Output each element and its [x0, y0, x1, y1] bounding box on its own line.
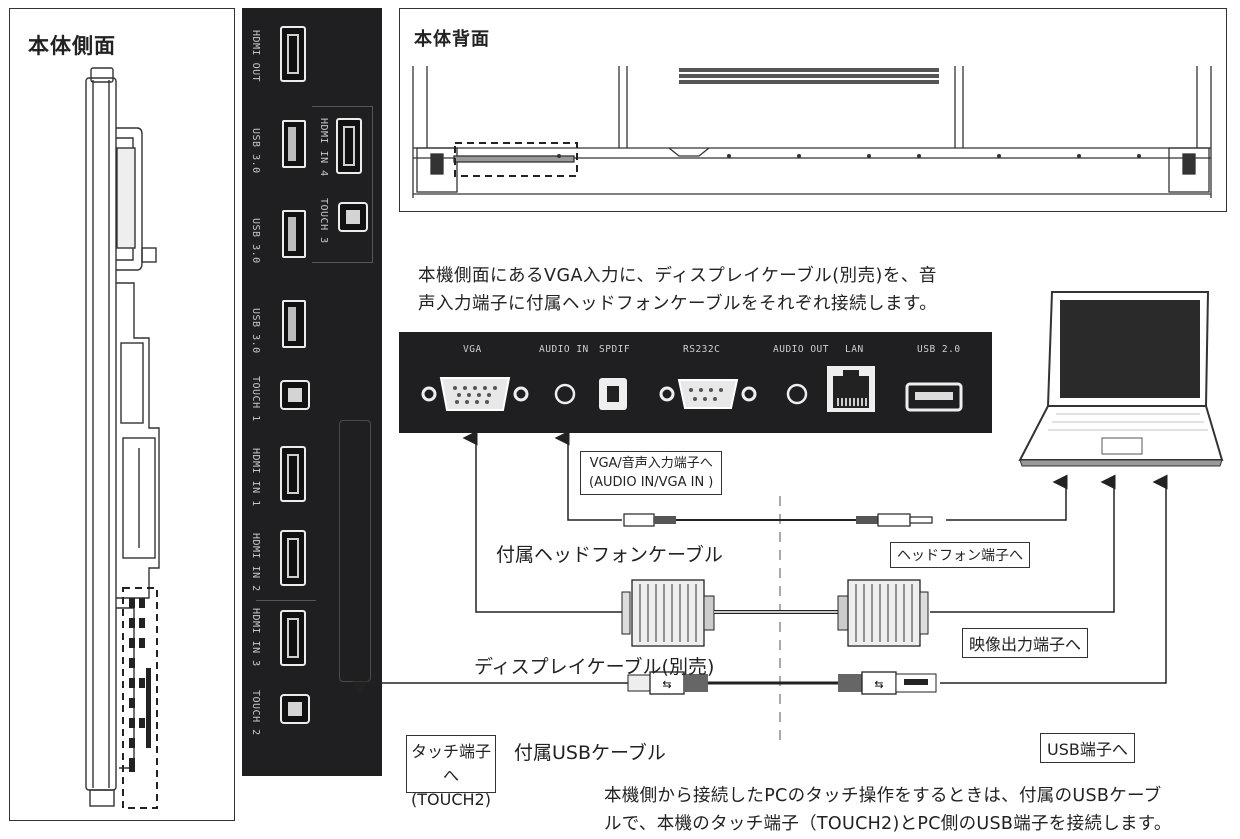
- description-top: 本機側面にあるVGA入力に、ディスプレイケーブル(別売)を、音 声入力端子に付属…: [418, 262, 937, 318]
- hdmi-in2-port: [280, 530, 306, 586]
- usb20-port: [905, 382, 963, 412]
- label-hdmi-in4: HDMI IN 4: [318, 118, 329, 177]
- label-touch1: TOUCH 1: [250, 376, 261, 422]
- description-top-line2: 声入力端子に付属ヘッドフォンケーブルをそれぞれ接続します。: [418, 294, 938, 314]
- label-hdmi-in2: HDMI IN 2: [250, 533, 261, 592]
- side-view-title: 本体側面: [28, 34, 116, 58]
- usb-cable-illustration: ⇆ ⇆: [627, 671, 937, 695]
- hdmi-in1-port: [280, 446, 306, 502]
- label-touch2: TOUCH 2: [250, 690, 261, 736]
- vga-audio-in-line2: (AUDIO IN/VGA IN ): [589, 475, 714, 490]
- usb-cable-label: 付属USBケーブル: [514, 742, 666, 764]
- label-touch3: TOUCH 3: [318, 198, 329, 244]
- description-top-line1: 本機側面にあるVGA入力に、ディスプレイケーブル(別売)を、音: [418, 266, 937, 286]
- vga-port: [421, 377, 529, 411]
- display-cable-illustration: [621, 579, 929, 647]
- usb-port-1: [282, 120, 306, 168]
- touch-port-line2: (TOUCH2): [411, 790, 491, 809]
- lan-port: [827, 366, 875, 412]
- hdmi-in4-port: [336, 118, 362, 174]
- label-usb20: USB 2.0: [917, 344, 961, 355]
- headphone-port-label: ヘッドフォン端子へ: [890, 542, 1030, 568]
- vga-audio-in-line1: VGA/音声入力端子へ: [589, 456, 713, 471]
- headphone-cable-illustration: [623, 513, 933, 527]
- label-rs232c: RS232C: [683, 344, 721, 355]
- touch2-port: [280, 694, 310, 724]
- label-lan: LAN: [845, 344, 864, 355]
- label-audio-out: AUDIO OUT: [773, 344, 829, 355]
- touch-port-label: タッチ端子へ (TOUCH2): [406, 735, 496, 809]
- svg-text:⇆: ⇆: [662, 678, 671, 691]
- audio-in-port: [554, 383, 576, 405]
- hdmi-out-port: [280, 26, 306, 82]
- connector-ports: [421, 366, 963, 412]
- label-hdmi-out: HDMI OUT: [250, 30, 261, 83]
- back-view-panel: [399, 8, 1227, 212]
- side-port-strip: HDMI OUT HDMI IN 4 TOUCH 3 USB 3.0 USB 3…: [242, 8, 382, 776]
- laptop-icon: [1018, 291, 1224, 467]
- back-view-illustration: [412, 66, 1212, 198]
- back-port-highlight: [454, 142, 578, 177]
- side-view-illustration: [85, 67, 160, 809]
- label-hdmi-in3: HDMI IN 3: [250, 608, 261, 667]
- side-port-highlight: [122, 587, 158, 809]
- description-bottom-line1: 本機側から接続したPCのタッチ操作をするときは、付属のUSBケーブ: [604, 786, 1162, 806]
- vga-audio-in-label: VGA/音声入力端子へ (AUDIO IN/VGA IN ): [580, 451, 723, 495]
- hdmi-in3-port: [280, 610, 306, 666]
- audio-out-port: [786, 383, 808, 405]
- divider: [256, 600, 316, 601]
- display-cable-label: ディスプレイケーブル(別売): [474, 656, 715, 678]
- label-usb-3: USB 3.0: [250, 308, 261, 354]
- label-vga: VGA: [463, 344, 482, 355]
- label-hdmi-in1: HDMI IN 1: [250, 448, 261, 507]
- touch-port-line1: タッチ端子へ: [410, 742, 491, 785]
- usb-port-3: [282, 300, 306, 348]
- description-bottom-line2: ルで、本機のタッチ端子（TOUCH2)とPC側のUSB端子を接続します。: [604, 814, 1172, 834]
- label-usb-1: USB 3.0: [250, 128, 261, 174]
- label-usb-2: USB 3.0: [250, 218, 261, 264]
- side-view-panel: [9, 8, 235, 821]
- label-audio-in: AUDIO IN: [539, 344, 589, 355]
- svg-text:⇆: ⇆: [874, 678, 883, 691]
- touch3-port: [338, 202, 368, 232]
- usb-port-2: [282, 210, 306, 258]
- touch1-port: [280, 380, 310, 410]
- usb-port-label: USB端子へ: [1040, 733, 1135, 763]
- headphone-cable-label: 付属ヘッドフォンケーブル: [496, 544, 723, 566]
- spdif-port: [599, 378, 627, 410]
- rs232c-port: [659, 379, 757, 409]
- label-spdif: SPDIF: [599, 344, 631, 355]
- back-view-title: 本体背面: [414, 29, 490, 50]
- connector-panel: VGA AUDIO IN SPDIF RS232C AUDIO OUT LAN …: [399, 332, 992, 433]
- description-bottom: 本機側から接続したPCのタッチ操作をするときは、付属のUSBケーブ ルで、本機の…: [604, 782, 1172, 838]
- touch3-group-frame: [312, 106, 373, 263]
- video-out-port-label: 映像出力端子へ: [962, 628, 1089, 658]
